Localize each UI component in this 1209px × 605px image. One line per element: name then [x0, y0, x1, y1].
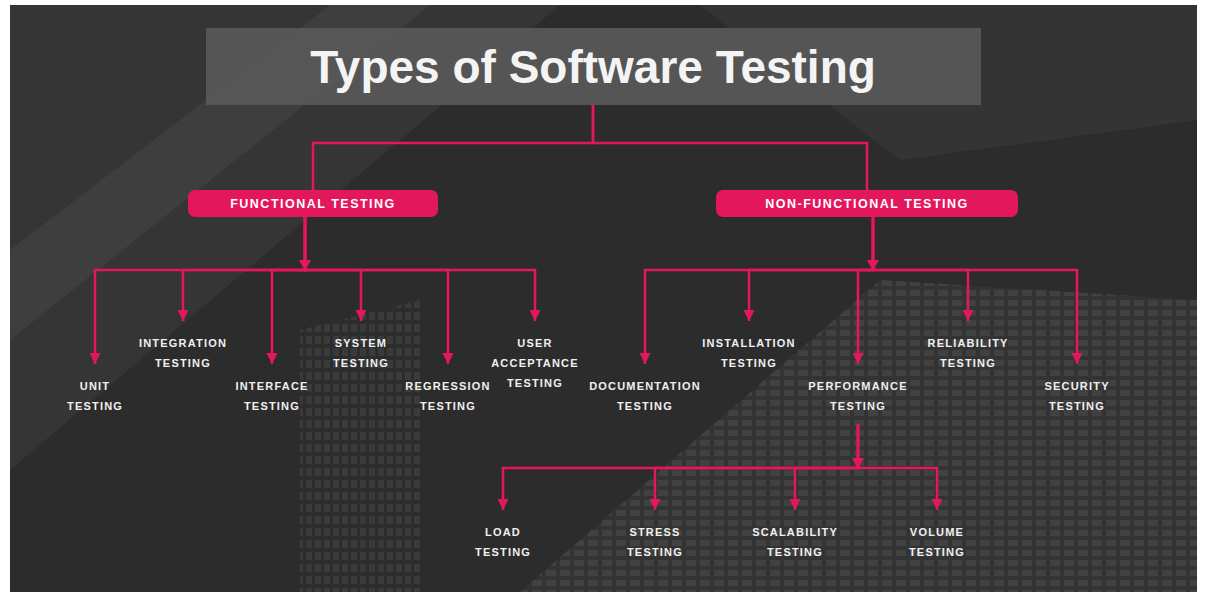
junction-arrowhead: [867, 260, 879, 271]
connector-arrow: [858, 424, 937, 510]
test-type-label: SCALABILITY TESTING: [750, 522, 840, 562]
test-type-label: INSTALLATION TESTING: [700, 333, 797, 373]
test-type-label: UNIT TESTING: [65, 376, 125, 416]
test-type-text: SECURITY TESTING: [1044, 376, 1109, 416]
test-type-text: LOAD TESTING: [475, 522, 531, 562]
test-type-label: REGRESSION TESTING: [403, 376, 492, 416]
test-type-text: INTEGRATION TESTING: [139, 333, 227, 373]
test-type-label: VOLUME TESTING: [907, 522, 967, 562]
connector-arrow: [655, 424, 858, 510]
test-type-label: LOAD TESTING: [473, 522, 533, 562]
test-type-label: INTEGRATION TESTING: [137, 333, 229, 373]
dark-ground: [10, 5, 1197, 592]
test-type-label: SECURITY TESTING: [1042, 376, 1111, 416]
category-pill: FUNCTIONAL TESTING: [188, 190, 438, 217]
connector-arrow: [272, 217, 305, 364]
connector-arrow: [795, 424, 858, 510]
test-type-label: INTERFACE TESTING: [233, 376, 310, 416]
test-type-label: RELIABILITY TESTING: [926, 333, 1011, 373]
test-type-text: PERFORMANCE TESTING: [808, 376, 907, 416]
test-type-text: DOCUMENTATION TESTING: [589, 376, 701, 416]
category-pill: NON-FUNCTIONAL TESTING: [716, 190, 1018, 217]
category-text: FUNCTIONAL TESTING: [230, 197, 396, 211]
title-box: Types of Software Testing: [206, 28, 981, 105]
test-type-label: PERFORMANCE TESTING: [806, 376, 909, 416]
test-type-label: SYSTEM TESTING: [331, 333, 391, 373]
test-type-text: INTERFACE TESTING: [235, 376, 308, 416]
test-type-text: REGRESSION TESTING: [405, 376, 490, 416]
connector-arrow: [503, 424, 858, 510]
title-text: Types of Software Testing: [310, 40, 876, 94]
connector-arrow: [858, 217, 873, 364]
test-type-text: SYSTEM TESTING: [333, 333, 389, 373]
connector-line: [313, 105, 593, 190]
connector-arrow: [305, 217, 535, 321]
connector-line: [593, 105, 867, 190]
test-type-text: INSTALLATION TESTING: [702, 333, 795, 373]
category-text: NON-FUNCTIONAL TESTING: [765, 197, 969, 211]
junction-arrowhead: [852, 458, 864, 469]
building-left: [300, 300, 420, 592]
connector-arrow: [749, 217, 873, 321]
test-type-label: DOCUMENTATION TESTING: [587, 376, 703, 416]
test-type-text: VOLUME TESTING: [909, 522, 965, 562]
test-type-text: UNIT TESTING: [67, 376, 123, 416]
test-type-label: STRESS TESTING: [625, 522, 685, 562]
test-type-text: USER ACCEPTANCE TESTING: [491, 333, 579, 393]
test-type-label: USER ACCEPTANCE TESTING: [489, 333, 581, 393]
test-type-text: SCALABILITY TESTING: [752, 522, 838, 562]
junction-arrowhead: [299, 260, 311, 271]
test-type-text: RELIABILITY TESTING: [928, 333, 1009, 373]
test-type-text: STRESS TESTING: [627, 522, 683, 562]
